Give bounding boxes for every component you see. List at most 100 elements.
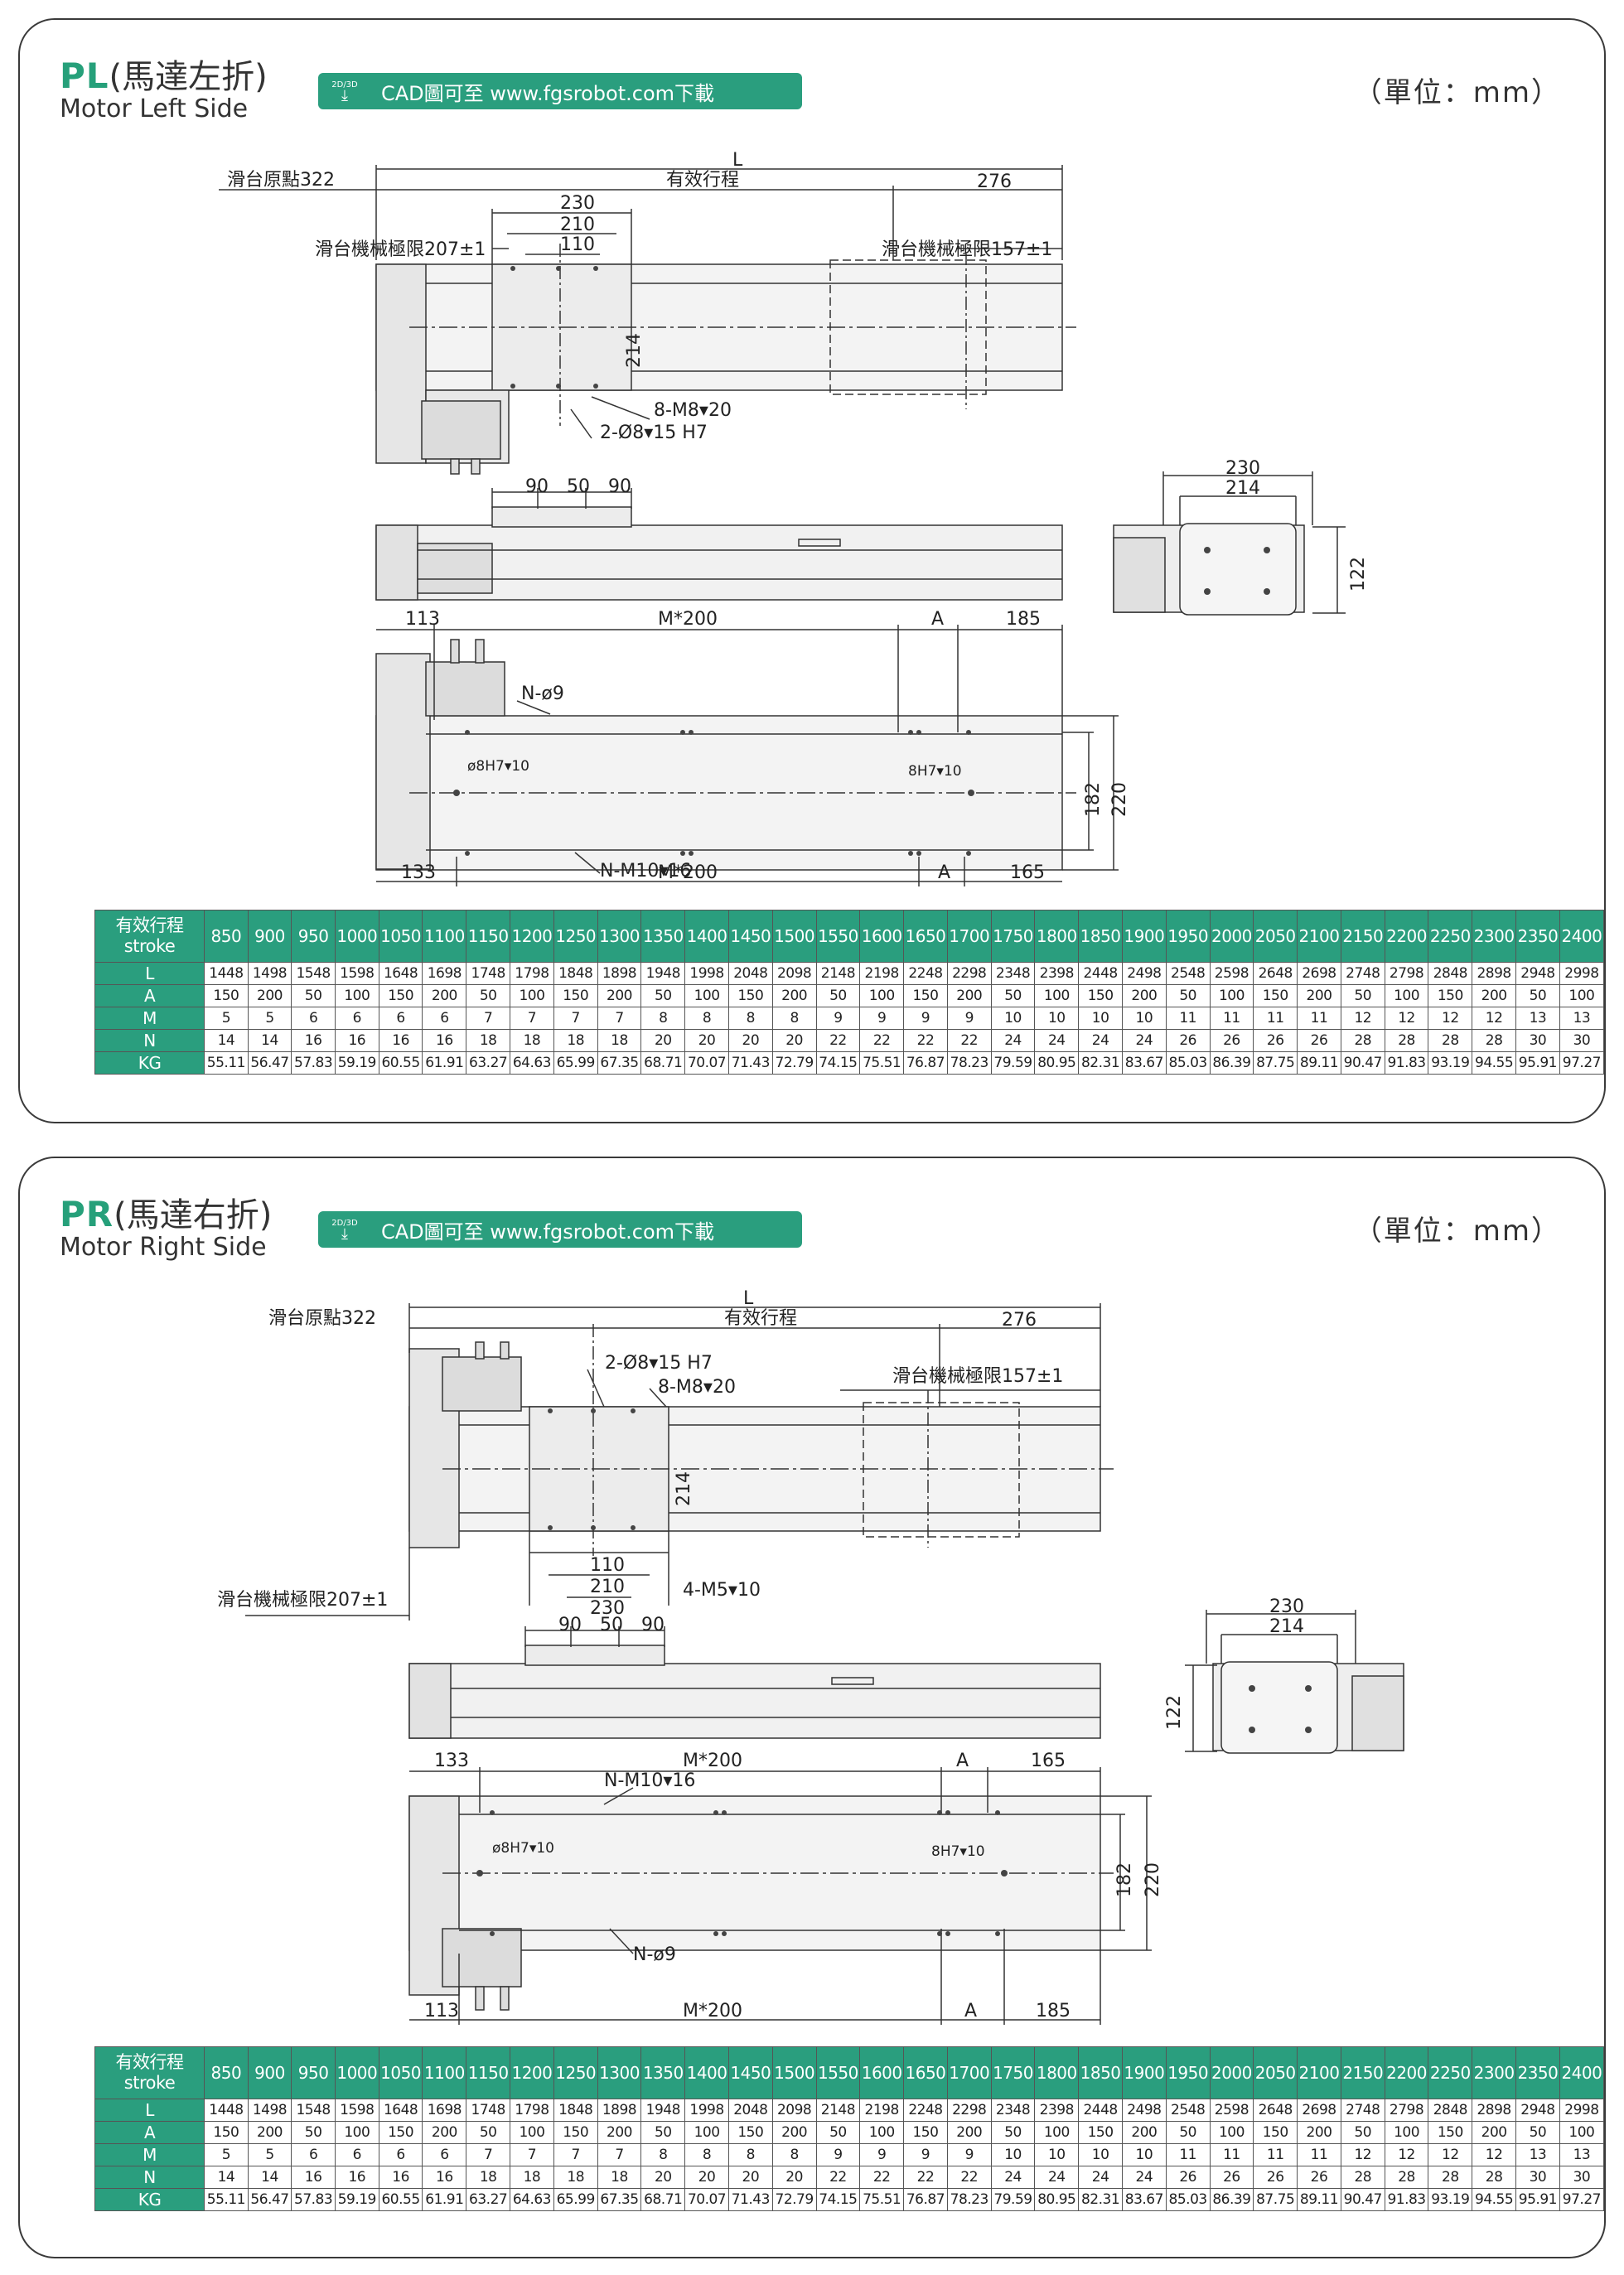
table-cell: 6 [422, 2143, 467, 2166]
header-stroke-value: 1750 [990, 910, 1036, 963]
table-cell: 64.63 [510, 2188, 554, 2211]
table-cell: 75.51 [859, 1051, 905, 1075]
dim-110: 110 [590, 1555, 625, 1576]
table-cell: 16 [334, 1029, 379, 1052]
dim-210: 210 [590, 1577, 625, 1597]
table-cell: 50 [640, 2121, 686, 2144]
table-cell: 72.79 [771, 1051, 817, 1075]
header-stroke-value: 1850 [1078, 2046, 1123, 2099]
header-stroke-value: 2100 [1297, 2046, 1341, 2099]
table-cell: 22 [946, 1029, 992, 1052]
table-cell: 50 [1340, 984, 1385, 1007]
cad-download-link[interactable]: 2D/3D⤓ CAD圖可至 www.fgsrobot.com下載 [318, 73, 802, 109]
table-cell: 1898 [597, 962, 642, 985]
end-230: 230 [1269, 1596, 1304, 1617]
table-cell: 24 [1078, 2166, 1123, 2189]
dim-276: 276 [1002, 1310, 1037, 1331]
table-cell: 200 [946, 984, 992, 1007]
table-cell: 68.71 [640, 1051, 686, 1075]
table-cell: 28 [1384, 2166, 1429, 2189]
panel-title: PR(馬達右折) Motor Right Side [60, 1188, 272, 1262]
table-cell: 2898 [1472, 962, 1516, 985]
table-cell: 7 [553, 2143, 598, 2166]
end-230: 230 [1225, 458, 1260, 479]
table-cell: 100 [334, 984, 379, 1007]
table-cell: 10 [990, 2143, 1036, 2166]
table-cell: 79.59 [990, 2188, 1036, 2211]
table-cell: 91.83 [1384, 1051, 1429, 1075]
table-cell: 50 [1515, 984, 1560, 1007]
table-cell: 75.51 [859, 2188, 905, 2211]
table-cell: 28 [1428, 1029, 1473, 1052]
table-cell: 150 [727, 2121, 773, 2144]
table-cell: 6 [291, 2143, 336, 2166]
header-stroke-value: 900 [247, 910, 292, 963]
table-cell: 2598 [1209, 962, 1254, 985]
header-stroke-value: 1400 [684, 910, 729, 963]
dim-220: 220 [1109, 782, 1130, 817]
thread-m8: 8-M8▾20 [658, 1377, 736, 1398]
table-cell: 90.47 [1340, 2188, 1385, 2211]
table-cell: 8 [727, 1007, 773, 1030]
panel-motor-right: PR(馬達右折) Motor Right Side 2D/3D⤓ CAD圖可至 … [18, 1157, 1606, 2258]
table-cell: 55.11 [204, 1051, 249, 1075]
table-cell: 1798 [510, 2099, 554, 2122]
table-cell: 16 [291, 1029, 336, 1052]
table-cell: 1598 [334, 962, 379, 985]
table-cell: 22 [815, 2166, 861, 2189]
dim-50: 50 [600, 1615, 623, 1635]
header-stroke-value: 1500 [771, 910, 817, 963]
table-cell: 9 [859, 2143, 905, 2166]
table-cell: 100 [1384, 2121, 1429, 2144]
table-cell: 2148 [815, 962, 861, 985]
table-cell: 20 [684, 2166, 729, 2189]
dim-a-top: A [931, 609, 944, 630]
end-122: 122 [1348, 557, 1369, 592]
table-cell: 1948 [640, 2099, 686, 2122]
table-cell: 2698 [1297, 2099, 1341, 2122]
table-cell: 12 [1384, 1007, 1429, 1030]
table-cell: 9 [946, 2143, 992, 2166]
table-cell: 6 [378, 2143, 423, 2166]
header-stroke-value: 1300 [597, 910, 642, 963]
table-cell: 64.63 [510, 1051, 554, 1075]
table-cell: 28 [1340, 2166, 1385, 2189]
table-cell: 16 [378, 2166, 423, 2189]
table-cell: 150 [378, 984, 423, 1007]
table-cell: 100 [859, 2121, 905, 2144]
table-cell: 2998 [1559, 962, 1604, 985]
table-cell: 100 [1034, 984, 1080, 1007]
table-cell: 10 [1121, 1007, 1167, 1030]
header-stroke-value: 1750 [990, 2046, 1036, 2099]
table-cell: 24 [1121, 2166, 1167, 2189]
table-cell: 80.95 [1034, 1051, 1080, 1075]
table-cell: 150 [727, 984, 773, 1007]
table-cell: 2948 [1515, 2099, 1560, 2122]
table-cell: 18 [597, 2166, 642, 2189]
dim-90a: 90 [558, 1615, 582, 1635]
header-stroke-value: 1650 [903, 2046, 948, 2099]
table-cell: 2198 [859, 962, 905, 985]
table-cell: 1648 [378, 962, 423, 985]
dim-m200-bot: M*200 [683, 2001, 742, 2021]
table-cell: 2098 [771, 962, 817, 985]
header-stroke-value: 2250 [1428, 910, 1473, 963]
table-cell: 9 [815, 2143, 861, 2166]
table-cell: 60.55 [378, 1051, 423, 1075]
table-cell: 100 [510, 984, 554, 1007]
table-cell: 12 [1428, 2143, 1473, 2166]
table-cell: 6 [422, 1007, 467, 1030]
hole-n9: N-ø9 [521, 683, 564, 704]
dim-113: 113 [424, 2001, 459, 2021]
table-cell: 50 [990, 2121, 1036, 2144]
hole-right: 8H7▾10 [908, 763, 962, 780]
table-cell: 70.07 [684, 1051, 729, 1075]
table-cell: 18 [466, 2166, 511, 2189]
table-cell: 100 [1559, 2121, 1604, 2144]
cad-download-link[interactable]: 2D/3D⤓ CAD圖可至 www.fgsrobot.com下載 [318, 1211, 802, 1248]
hole-left: ø8H7▾10 [492, 1840, 554, 1857]
header-stroke-value: 2050 [1253, 2046, 1298, 2099]
table-cell: 150 [378, 2121, 423, 2144]
unit-label: （單位：mm） [1353, 76, 1561, 109]
row-label: N [94, 1029, 205, 1052]
